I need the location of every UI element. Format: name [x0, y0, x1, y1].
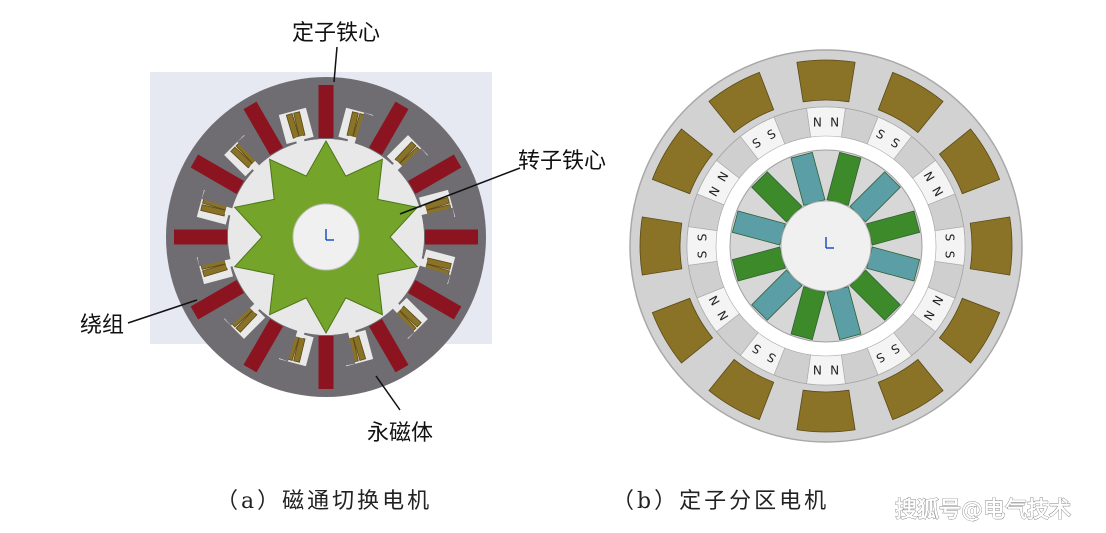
ring-magnet: [912, 286, 956, 332]
ring-magnet: [806, 106, 846, 138]
pole-letter: S: [695, 234, 709, 242]
outer-coil: [708, 71, 775, 134]
ring-magnet: [696, 160, 740, 206]
outer-coils: [639, 59, 1013, 433]
flux-switching-motor-diagram: 定子铁心 转子铁心 绕组 永磁体 （a）磁通切换电机: [80, 21, 606, 514]
label-rotor-core: 转子铁心: [518, 149, 606, 174]
permanent-magnet: [318, 336, 334, 389]
ring-magnet: [740, 332, 786, 376]
pole-letter: N: [813, 363, 822, 377]
outer-coil: [651, 128, 714, 195]
permanent-magnet: [190, 280, 245, 320]
outer-coil: [651, 297, 714, 364]
outer-coil: [708, 358, 775, 421]
label-pm: 永磁体: [367, 421, 433, 446]
axis-marker-a: [325, 229, 334, 241]
pole-letter: S: [943, 251, 957, 259]
pole-letter: N: [830, 363, 839, 377]
leader-rotor-core: [399, 167, 521, 215]
permanent-magnet: [369, 318, 409, 373]
rotor-bars: [731, 151, 921, 341]
leader-winding: [127, 299, 198, 324]
magnet-ring-segments: [686, 106, 966, 386]
label-winding: 绕组: [80, 313, 124, 338]
permanent-magnet: [174, 229, 227, 245]
permanent-magnet: [190, 154, 245, 194]
ring-magnet: [912, 160, 956, 206]
ring-magnet: [934, 226, 966, 266]
pole-letter: S: [943, 234, 957, 242]
outer-coil: [639, 216, 683, 276]
axis-marker-b: [825, 237, 834, 249]
outer-coil: [877, 71, 944, 134]
pole-letter: S: [695, 251, 709, 259]
caption-a: （a）磁通切换电机: [216, 489, 432, 514]
leader-stator-core: [333, 46, 338, 83]
caption-b: （b）定子分区电机: [612, 489, 829, 514]
outer-coil: [796, 59, 856, 103]
permanent-magnet: [243, 318, 283, 373]
outer-coil: [938, 297, 1001, 364]
ring-magnet: [740, 116, 786, 160]
stator-segments: [174, 85, 478, 389]
ring-magnet: [686, 226, 718, 266]
watermark: 搜狐号@电气技术: [895, 497, 1071, 523]
leader-pm: [375, 375, 401, 411]
permanent-magnet: [407, 154, 462, 194]
permanent-magnet: [407, 280, 462, 320]
ring-magnet: [696, 286, 740, 332]
outer-coil: [969, 216, 1013, 276]
permanent-magnet: [425, 229, 478, 245]
ring-magnet: [866, 116, 912, 160]
outer-coil: [796, 389, 856, 433]
permanent-magnet: [369, 101, 409, 156]
pole-letter: N: [813, 115, 822, 129]
pole-letter: N: [830, 115, 839, 129]
permanent-magnet: [243, 101, 283, 156]
permanent-magnet: [318, 85, 334, 138]
outer-coil: [877, 358, 944, 421]
label-stator-core: 定子铁心: [292, 21, 380, 46]
ring-magnet: [806, 354, 846, 386]
ring-magnet: [866, 332, 912, 376]
outer-coil: [938, 128, 1001, 195]
